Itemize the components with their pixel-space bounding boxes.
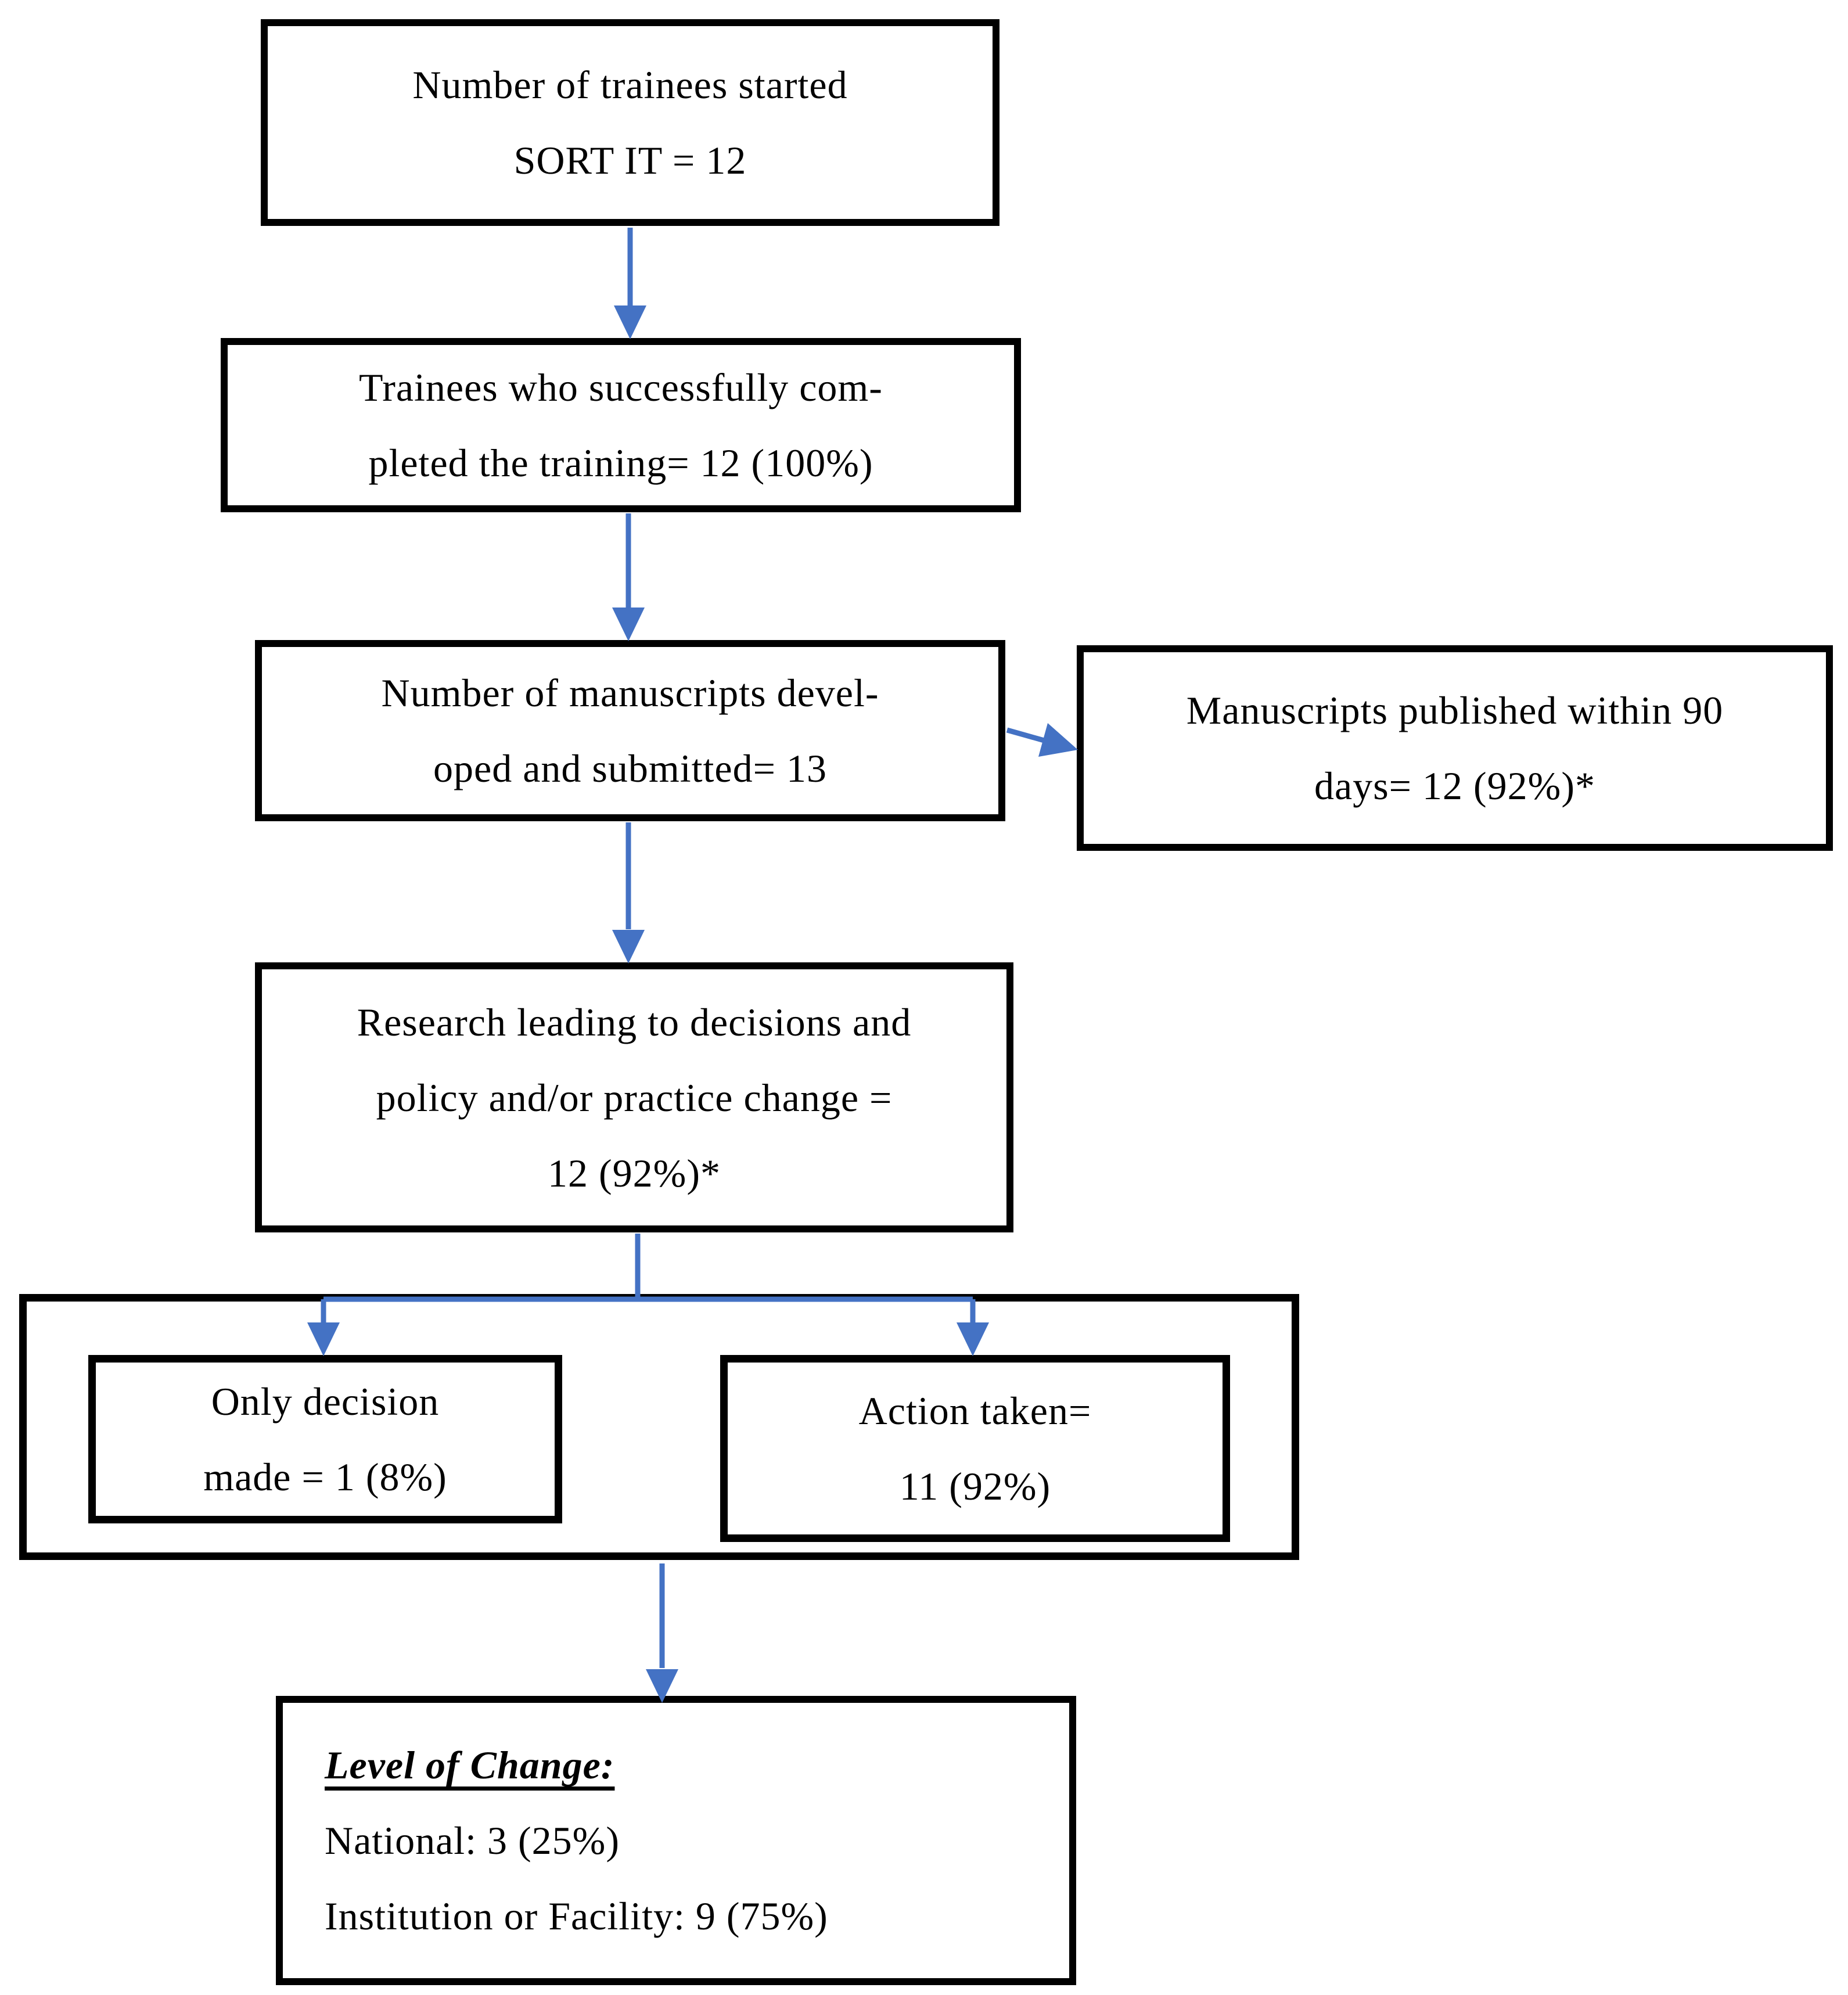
box-text-line: Institution or Facility: 9 (75%) [325,1894,828,1938]
flow-box-level-of-change: Level of Change: National: 3 (25%) Insti… [276,1696,1076,1985]
box-text-line: SORT IT = 12 [513,138,747,182]
arrow-head [612,930,645,964]
box-text-line: Number of manuscripts devel- [381,671,879,715]
box-text-line: oped and submitted= 13 [433,746,827,790]
flow-box-only-decision: Only decision made = 1 (8%) [88,1355,562,1523]
arrow-stem [1006,727,1045,743]
arrow-head [612,608,645,641]
level-of-change-heading: Level of Change: [325,1743,615,1787]
arrow-down-icon-1 [614,228,646,339]
box-text-line: Trainees who successfully com- [359,365,883,409]
flow-box-action-taken: Action taken= 11 (92%) [720,1355,1230,1542]
box-text-line: 11 (92%) [899,1464,1051,1508]
arrow-head [1038,723,1078,757]
box-text-line: Action taken= [858,1389,1092,1433]
arrow-down-icon-3 [612,822,645,964]
box-text-line: policy and/or practice change = [376,1075,893,1120]
box-text-line: Only decision [211,1379,440,1424]
box-text-line: Research leading to decisions and [357,1000,912,1044]
flow-box-trainees-started: Number of trainees started SORT IT = 12 [261,19,999,226]
box-text-line: National: 3 (25%) [325,1818,620,1863]
box-text-line: Manuscripts published within 90 [1186,688,1724,732]
arrow-right-icon-published [1006,723,1078,757]
box-text-line: Number of trainees started [412,63,848,107]
arrow-down-icon-2 [612,513,645,641]
box-text-line: pleted the training= 12 (100%) [368,441,873,485]
arrow-head [614,305,646,339]
arrow-down-icon-4 [646,1563,678,1703]
flow-box-research-change: Research leading to decisions and policy… [255,962,1013,1232]
flow-box-manuscripts-published: Manuscripts published within 90 days= 12… [1077,645,1833,851]
box-text-line: days= 12 (92%)* [1314,764,1595,808]
flow-box-training-completed: Trainees who successfully com- pleted th… [221,338,1021,512]
box-text-line: made = 1 (8%) [203,1455,447,1499]
flow-box-manuscripts-submitted: Number of manuscripts devel- oped and su… [255,640,1005,821]
box-text-line: 12 (92%)* [548,1151,721,1195]
